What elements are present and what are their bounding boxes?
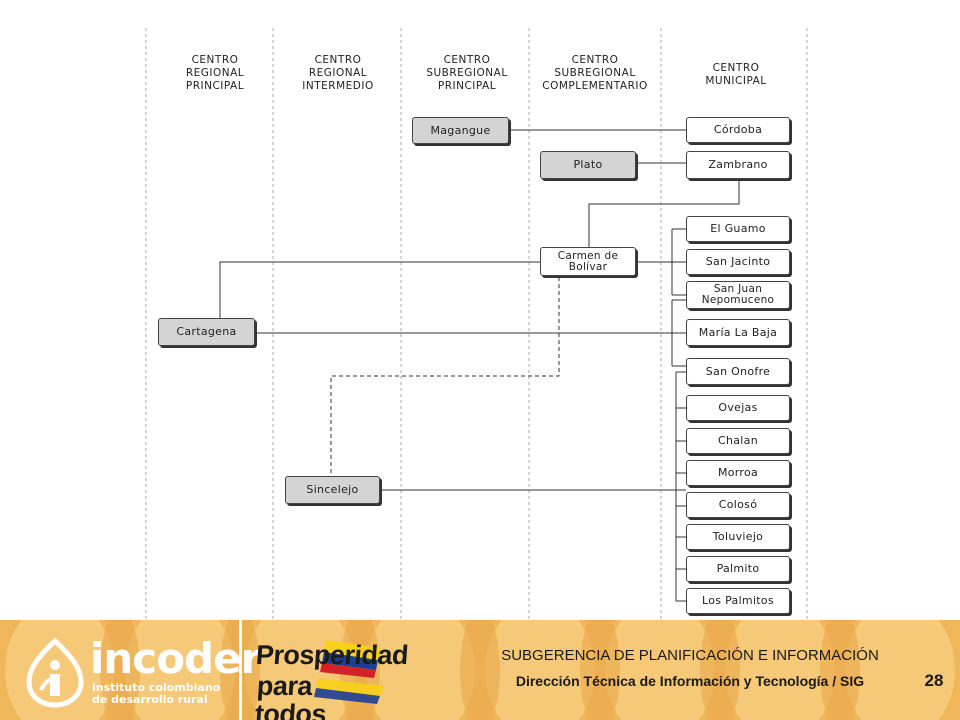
connector-lines	[145, 28, 808, 620]
node-cordoba[interactable]: Córdoba	[686, 117, 790, 143]
connector-zambrano-carmen	[588, 179, 740, 247]
footer-subtitle: Dirección Técnica de Información y Tecno…	[515, 673, 865, 689]
column-header-municipal: CENTRO MUNICIPAL	[705, 62, 767, 87]
node-cartagena[interactable]: Cartagena	[158, 318, 255, 346]
node-magangue[interactable]: Magangue	[412, 117, 509, 144]
node-ovejas[interactable]: Ovejas	[686, 395, 790, 421]
footer-banner: incoder instituto colombiano de desarrol…	[0, 620, 960, 720]
node-maria-la-baja[interactable]: María La Baja	[686, 319, 790, 346]
column-header-regional-principal: CENTRO REGIONAL PRINCIPAL	[185, 54, 245, 92]
incoder-logo: incoder instituto colombiano de desarrol…	[20, 630, 261, 712]
node-carmen-de-bolivar[interactable]: Carmen de Bolívar	[540, 247, 636, 276]
dashed-connector-carmen-sincelejo	[330, 277, 560, 476]
node-zambrano[interactable]: Zambrano	[686, 151, 790, 179]
node-san-onofre[interactable]: San Onofre	[686, 358, 790, 385]
node-el-guamo[interactable]: El Guamo	[686, 216, 790, 242]
settlement-hierarchy-diagram: CENTRO REGIONAL PRINCIPAL CENTRO REGIONA…	[145, 28, 808, 620]
prosperidad-text-line1: Prosperidad	[254, 640, 410, 670]
connector-carmen-cartagena	[219, 261, 540, 318]
page-number: 28	[924, 671, 944, 690]
solid-connectors	[219, 129, 740, 602]
prosperidad-logo: Prosperidad para todos	[254, 638, 409, 720]
incoder-tagline: instituto colombiano de desarrollo rural	[92, 681, 221, 706]
column-header-regional-intermedio: CENTRO REGIONAL INTERMEDIO	[302, 54, 374, 92]
node-los-palmitos[interactable]: Los Palmitos	[686, 588, 790, 614]
column-dividers	[145, 28, 808, 620]
column-header-subregional-complementario: CENTRO SUBREGIONAL COMPLEMENTARIO	[542, 54, 648, 92]
prosperidad-text-line2: para todos	[253, 671, 328, 720]
node-morroa[interactable]: Morroa	[686, 460, 790, 486]
incoder-wordmark: incoder	[90, 634, 261, 683]
node-san-juan-nepomuceno[interactable]: San Juan Nepomuceno	[686, 281, 790, 309]
node-coloso[interactable]: Colosó	[686, 492, 790, 518]
node-chalan[interactable]: Chalan	[686, 428, 790, 454]
colombia-flag-stripes-icon	[314, 640, 384, 704]
node-toluviejo[interactable]: Toluviejo	[686, 524, 790, 550]
node-palmito[interactable]: Palmito	[686, 556, 790, 582]
column-header-subregional-principal: CENTRO SUBREGIONAL PRINCIPAL	[426, 54, 508, 92]
node-sincelejo[interactable]: Sincelejo	[285, 476, 380, 504]
incoder-emblem-icon	[26, 638, 84, 708]
footer-title: SUBGERENCIA DE PLANIFICACIÓN E INFORMACI…	[501, 647, 879, 664]
node-san-jacinto[interactable]: San Jacinto	[686, 249, 790, 275]
node-plato[interactable]: Plato	[540, 151, 636, 179]
footer-divider	[239, 620, 242, 720]
